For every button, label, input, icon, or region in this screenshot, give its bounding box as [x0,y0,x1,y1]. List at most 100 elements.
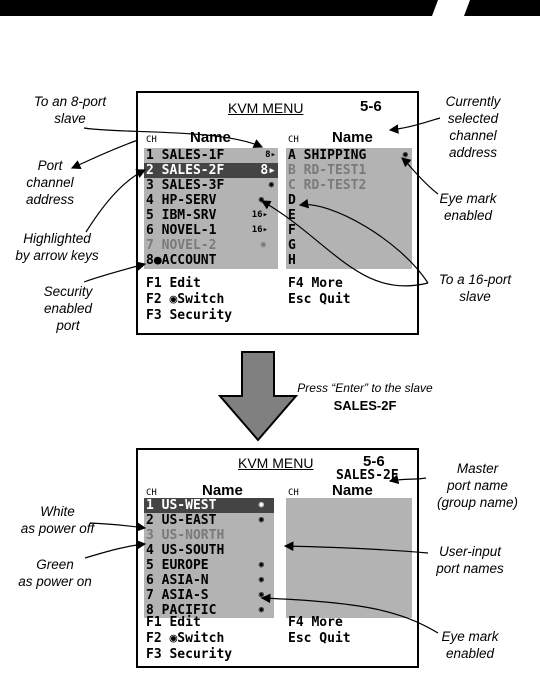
fkey-quit[interactable]: Esc Quit [288,292,351,307]
leader-port-channel [70,139,139,169]
port-name: 7 ASIA-S [146,588,209,603]
fkey-edit[interactable]: F1 Edit [146,276,201,291]
leader-8port [83,127,264,148]
fkey-edit[interactable]: F1 Edit [146,615,201,630]
fkey-more[interactable]: F4 More [288,276,343,291]
slave-8port-icon: 8▸ [265,150,276,160]
port-row[interactable]: 7 NOVEL-2 ◉ [144,238,278,253]
port-row[interactable]: A SHIPPING ◉ [286,148,412,163]
port-row[interactable]: 4 HP-SERV ◉ [144,193,278,208]
leader-user-input [283,541,429,554]
group-name: SALES-2F [336,468,399,483]
port-name: 5 IBM-SRV [146,208,217,223]
port-row[interactable]: C RD-TEST2 [286,178,412,193]
port-name: 8 PACIFIC [146,603,217,618]
port-name: 6 ASIA-N [146,573,209,588]
slave-8port-icon: 8▸ [260,163,276,178]
port-name: 1 SALES-1F [146,148,225,163]
port-row-highlighted[interactable]: 1 US-WEST◉ [144,498,274,513]
port-row[interactable]: 5 EUROPE◉ [144,558,274,573]
fkey-quit[interactable]: Esc Quit [288,631,351,646]
channel-address: 5-6 [363,453,385,470]
eye-icon: ◉ [268,180,274,190]
leader-white [89,522,147,532]
port-name: 7 NOVEL-2 [146,238,217,253]
name-header-right: Name [332,129,373,146]
port-row[interactable]: D [286,193,412,208]
port-name: E [288,208,296,223]
port-name: 4 US-SOUTH [146,543,225,558]
port-row[interactable]: F [286,223,412,238]
port-row[interactable]: 6 NOVEL-1 16▸ [144,223,278,238]
port-row[interactable]: 2 US-EAST◉ [144,513,274,528]
ch-header-right: CH [288,135,299,145]
port-name: 3 US-NORTH [146,528,225,543]
port-row[interactable]: 8 PACIFIC ◉ [144,603,274,618]
port-name: C RD-TEST2 [288,178,367,193]
fkey-switch[interactable]: F2 ◉Switch [146,631,225,646]
leader-master [388,474,427,485]
port-name: D [288,193,296,208]
name-header-left: Name [202,482,243,499]
press-enter-caption: Press “Enter” to the slave SALES-2F [297,381,433,413]
fkey-more[interactable]: F4 More [288,615,343,630]
port-row[interactable]: 1 SALES-1F 8▸ [144,148,278,163]
port-row[interactable]: 3 US-NORTH [144,528,274,543]
port-name: 8●ACCOUNT [146,253,217,268]
fkey-security[interactable]: F3 Security [146,647,233,662]
fkey-security[interactable]: F3 Security [146,308,233,323]
eye-icon: ◉ [258,605,264,615]
port-name: 2 SALES-2F [146,163,225,178]
port-row[interactable]: G [286,238,412,253]
port-row[interactable]: H [286,253,412,268]
port-row[interactable]: 3 SALES-3F ◉ [144,178,278,193]
port-name: 1 US-WEST [146,498,217,513]
port-name: 4 HP-SERV [146,193,217,208]
down-arrow-icon [218,351,298,442]
leader-16port-b [298,198,429,284]
eye-icon: ◉ [258,560,264,570]
leader-selected [388,117,441,134]
header-bar [0,0,540,16]
ch-header-left: CH [146,135,157,145]
ch-header-left: CH [146,488,157,498]
menu-title: KVM MENU [228,100,304,116]
port-name: B RD-TEST1 [288,163,367,178]
name-header-left: Name [190,129,231,146]
eye-icon: ◉ [258,195,264,205]
port-name: H [288,253,296,268]
port-row[interactable]: 6 ASIA-N ◉ [144,573,274,588]
channel-address: 5-6 [360,98,382,115]
port-row-highlighted[interactable]: 2 SALES-2F 8▸ [144,163,278,178]
ch-header-right: CH [288,488,299,498]
port-row[interactable]: 8●ACCOUNT [144,253,278,268]
eye-icon: ◉ [402,150,408,160]
menu-title: KVM MENU [238,455,314,471]
leader-green [84,540,147,559]
port-name: F [288,223,296,238]
port-row[interactable]: E [286,208,412,223]
port-name: 6 NOVEL-1 [146,223,217,238]
port-row[interactable]: 4 US-SOUTH [144,543,274,558]
eye-icon: ◉ [260,240,266,250]
port-name: A SHIPPING [288,148,367,163]
port-name: 3 SALES-3F [146,178,225,193]
fkey-switch[interactable]: F2 ◉Switch [146,292,225,307]
port-row[interactable]: B RD-TEST1 [286,163,412,178]
slave-16port-icon: 16▸ [251,225,268,235]
eye-icon: ◉ [258,575,264,585]
port-list-left: 1 SALES-1F 8▸ 2 SALES-2F 8▸ 3 SALES-3F ◉ 4 … [144,148,278,269]
